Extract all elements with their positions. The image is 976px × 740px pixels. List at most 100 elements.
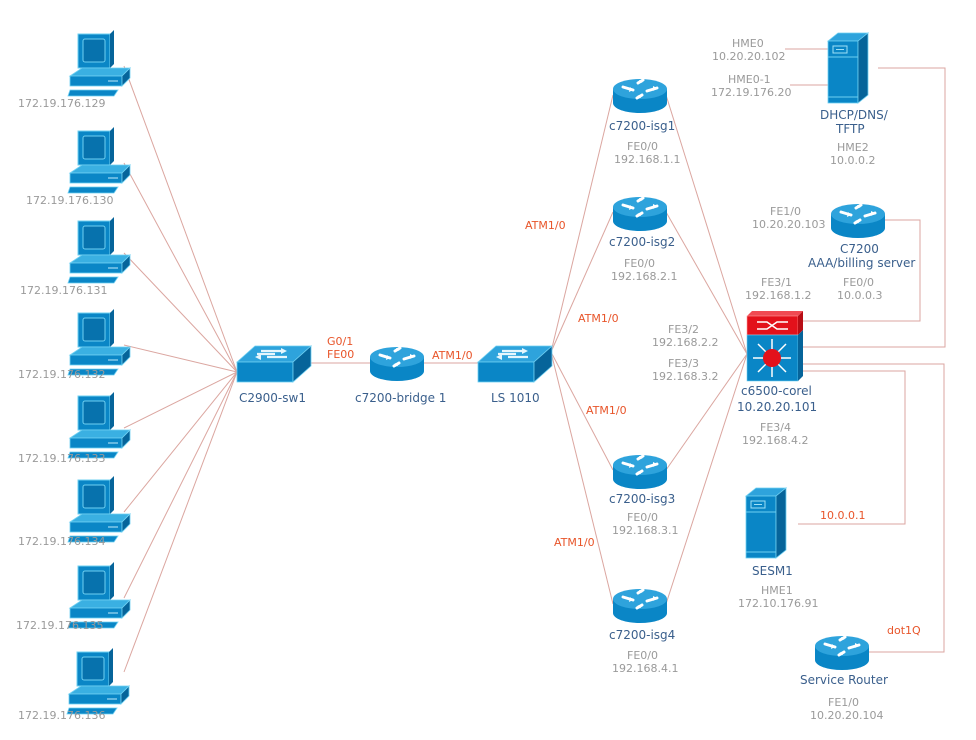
- pc-icon[interactable]: [67, 29, 131, 97]
- sesm-iface: HME1: [761, 584, 793, 597]
- pc-icon[interactable]: [67, 126, 131, 194]
- ls1010-switch[interactable]: LS 1010: [476, 344, 554, 405]
- service-router[interactable]: Service Router FE1/0 10.20.20.104 dot1Q: [800, 624, 921, 722]
- pc-ip-label: 172.19.176.133: [18, 452, 105, 465]
- pc-7[interactable]: 172.19.176.135: [16, 561, 131, 632]
- isg-name: c7200-isg3: [609, 492, 675, 506]
- wire-ls1010-isg2: [550, 211, 614, 353]
- wire-pc4-c2900: [123, 344, 238, 373]
- server-icon[interactable]: [827, 32, 869, 104]
- wire-isg1-core: [665, 94, 748, 355]
- pc-4[interactable]: 172.19.176.132: [18, 308, 131, 381]
- isg-router-1[interactable]: c7200-isg1 FE0/0 192.168.1.1: [609, 77, 680, 166]
- aaa-fe00-iface: FE0/0: [843, 276, 874, 289]
- core-port-fe32-iface: FE3/2: [668, 323, 699, 336]
- pc-icon[interactable]: [67, 216, 131, 284]
- service-router-link-label: dot1Q: [887, 624, 921, 637]
- isg-ip: 192.168.4.1: [612, 662, 678, 675]
- pc-ip-label: 172.19.176.136: [18, 709, 105, 722]
- dhcp-name-line1: DHCP/DNS/: [820, 108, 889, 122]
- pc-2[interactable]: 172.19.176.130: [26, 126, 131, 207]
- sesm-link-label: 10.0.0.1: [820, 509, 865, 522]
- isg-ip: 192.168.3.1: [612, 524, 678, 537]
- pc-6[interactable]: 172.19.176.134: [18, 475, 131, 548]
- core-port-fe31-ip: 192.168.1.2: [745, 289, 811, 302]
- pc-ip-label: 172.19.176.129: [18, 97, 105, 110]
- isg-router-4[interactable]: c7200-isg4 FE0/0 192.168.4.1: [609, 587, 678, 675]
- wires: [123, 48, 946, 673]
- core-port-fe33-ip: 192.168.3.2: [652, 370, 718, 383]
- sesm-name: SESM1: [752, 564, 793, 578]
- pc-5[interactable]: 172.19.176.133: [18, 391, 131, 465]
- aaa-billing-server[interactable]: C7200 AAA/billing server FE1/0 10.20.20.…: [752, 202, 915, 302]
- wire-pc3-c2900: [123, 252, 238, 373]
- isg-iface: FE0/0: [627, 511, 658, 524]
- aaa-name-line2: AAA/billing server: [808, 256, 915, 270]
- wire-core-service-router: [800, 363, 945, 653]
- dhcp-name-line2: TFTP: [835, 122, 865, 136]
- pc-ip-label: 172.19.176.130: [26, 194, 113, 207]
- sesm-server[interactable]: SESM1 HME1 172.10.176.91 10.0.0.1: [738, 487, 865, 610]
- dhcp-dns-tftp-server[interactable]: DHCP/DNS/ TFTP HME0 10.20.20.102 HME0-1 …: [711, 32, 889, 167]
- pc-icon[interactable]: [67, 308, 131, 376]
- wire-core-aaa: [800, 219, 921, 322]
- wire-ls1010-isg3: [550, 351, 614, 471]
- isg-ip: 192.168.1.1: [614, 153, 680, 166]
- pc-icon[interactable]: [66, 647, 130, 715]
- pc-1[interactable]: 172.19.176.129: [18, 29, 131, 110]
- switch-icon[interactable]: [235, 344, 313, 384]
- isg-iface: FE0/0: [624, 257, 655, 270]
- isg-name: c7200-isg2: [609, 235, 675, 249]
- wire-pc7-c2900: [123, 371, 238, 599]
- wire-isg4-core: [665, 353, 748, 605]
- isg-ip: 192.168.2.1: [611, 270, 677, 283]
- router-icon[interactable]: [813, 634, 871, 672]
- router-icon[interactable]: [611, 453, 669, 491]
- router-icon[interactable]: [368, 345, 426, 383]
- bridge-port-atm: ATM1/0: [432, 349, 473, 362]
- router-icon[interactable]: [611, 195, 669, 233]
- switch-icon[interactable]: [476, 344, 554, 384]
- router-icon[interactable]: [829, 202, 887, 240]
- isg-iface: FE0/0: [627, 649, 658, 662]
- router-icon[interactable]: [611, 77, 669, 115]
- wire-core-dhcp: [800, 67, 946, 348]
- dhcp-hme01-ip: 172.19.176.20: [711, 86, 791, 99]
- core-port-fe32-ip: 192.168.2.2: [652, 336, 718, 349]
- pc-icon[interactable]: [67, 391, 131, 459]
- isg-router-2[interactable]: c7200-isg2 FE0/0 192.168.2.1: [609, 195, 677, 283]
- aaa-fe00-ip: 10.0.0.3: [837, 289, 882, 302]
- dhcp-hme0-iface: HME0: [732, 37, 764, 50]
- isg-name: c7200-isg1: [609, 119, 675, 133]
- core-switch[interactable]: c6500-corel 10.20.20.101 FE3/1 192.168.1…: [652, 276, 817, 447]
- layer3-switch-icon[interactable]: [746, 311, 803, 382]
- isg-router-3[interactable]: c7200-isg3 FE0/0 192.168.3.1: [609, 453, 678, 537]
- atm-label-isg1: ATM1/0: [525, 219, 566, 232]
- pc-8[interactable]: 172.19.176.136: [18, 647, 130, 722]
- server-icon[interactable]: [745, 487, 787, 559]
- atm-label-isg3: ATM1/0: [586, 404, 627, 417]
- dhcp-hme01-iface: HME0-1: [728, 73, 771, 86]
- c2900-switch[interactable]: C2900-sw1: [235, 344, 313, 405]
- pc-ip-label: 172.19.176.135: [16, 619, 103, 632]
- bridge-name: c7200-bridge 1: [355, 391, 446, 405]
- pc-column: 172.19.176.129 172.19.176.130 172.19.176…: [16, 29, 131, 722]
- atm-label-isg2: ATM1/0: [578, 312, 619, 325]
- wire-core-sesm: [798, 370, 906, 525]
- router-icon[interactable]: [611, 587, 669, 625]
- dhcp-hme2-ip: 10.0.0.2: [830, 154, 875, 167]
- wire-pc6-c2900: [123, 371, 238, 513]
- core-port-fe34-iface: FE3/4: [760, 421, 791, 434]
- service-router-ip: 10.20.20.104: [810, 709, 883, 722]
- bridge-router[interactable]: c7200-bridge 1 G0/1 FE00 ATM1/0: [327, 335, 473, 405]
- isg-iface: FE0/0: [627, 140, 658, 153]
- isg-name: c7200-isg4: [609, 628, 675, 642]
- pc-ip-label: 172.19.176.134: [18, 535, 105, 548]
- pc-icon[interactable]: [67, 475, 131, 543]
- pc-ip-label: 172.19.176.132: [18, 368, 105, 381]
- pc-ip-label: 172.19.176.131: [20, 284, 107, 297]
- pc-3[interactable]: 172.19.176.131: [20, 216, 131, 297]
- wire-pc5-c2900: [123, 371, 238, 429]
- aaa-fe10-ip: 10.20.20.103: [752, 218, 825, 231]
